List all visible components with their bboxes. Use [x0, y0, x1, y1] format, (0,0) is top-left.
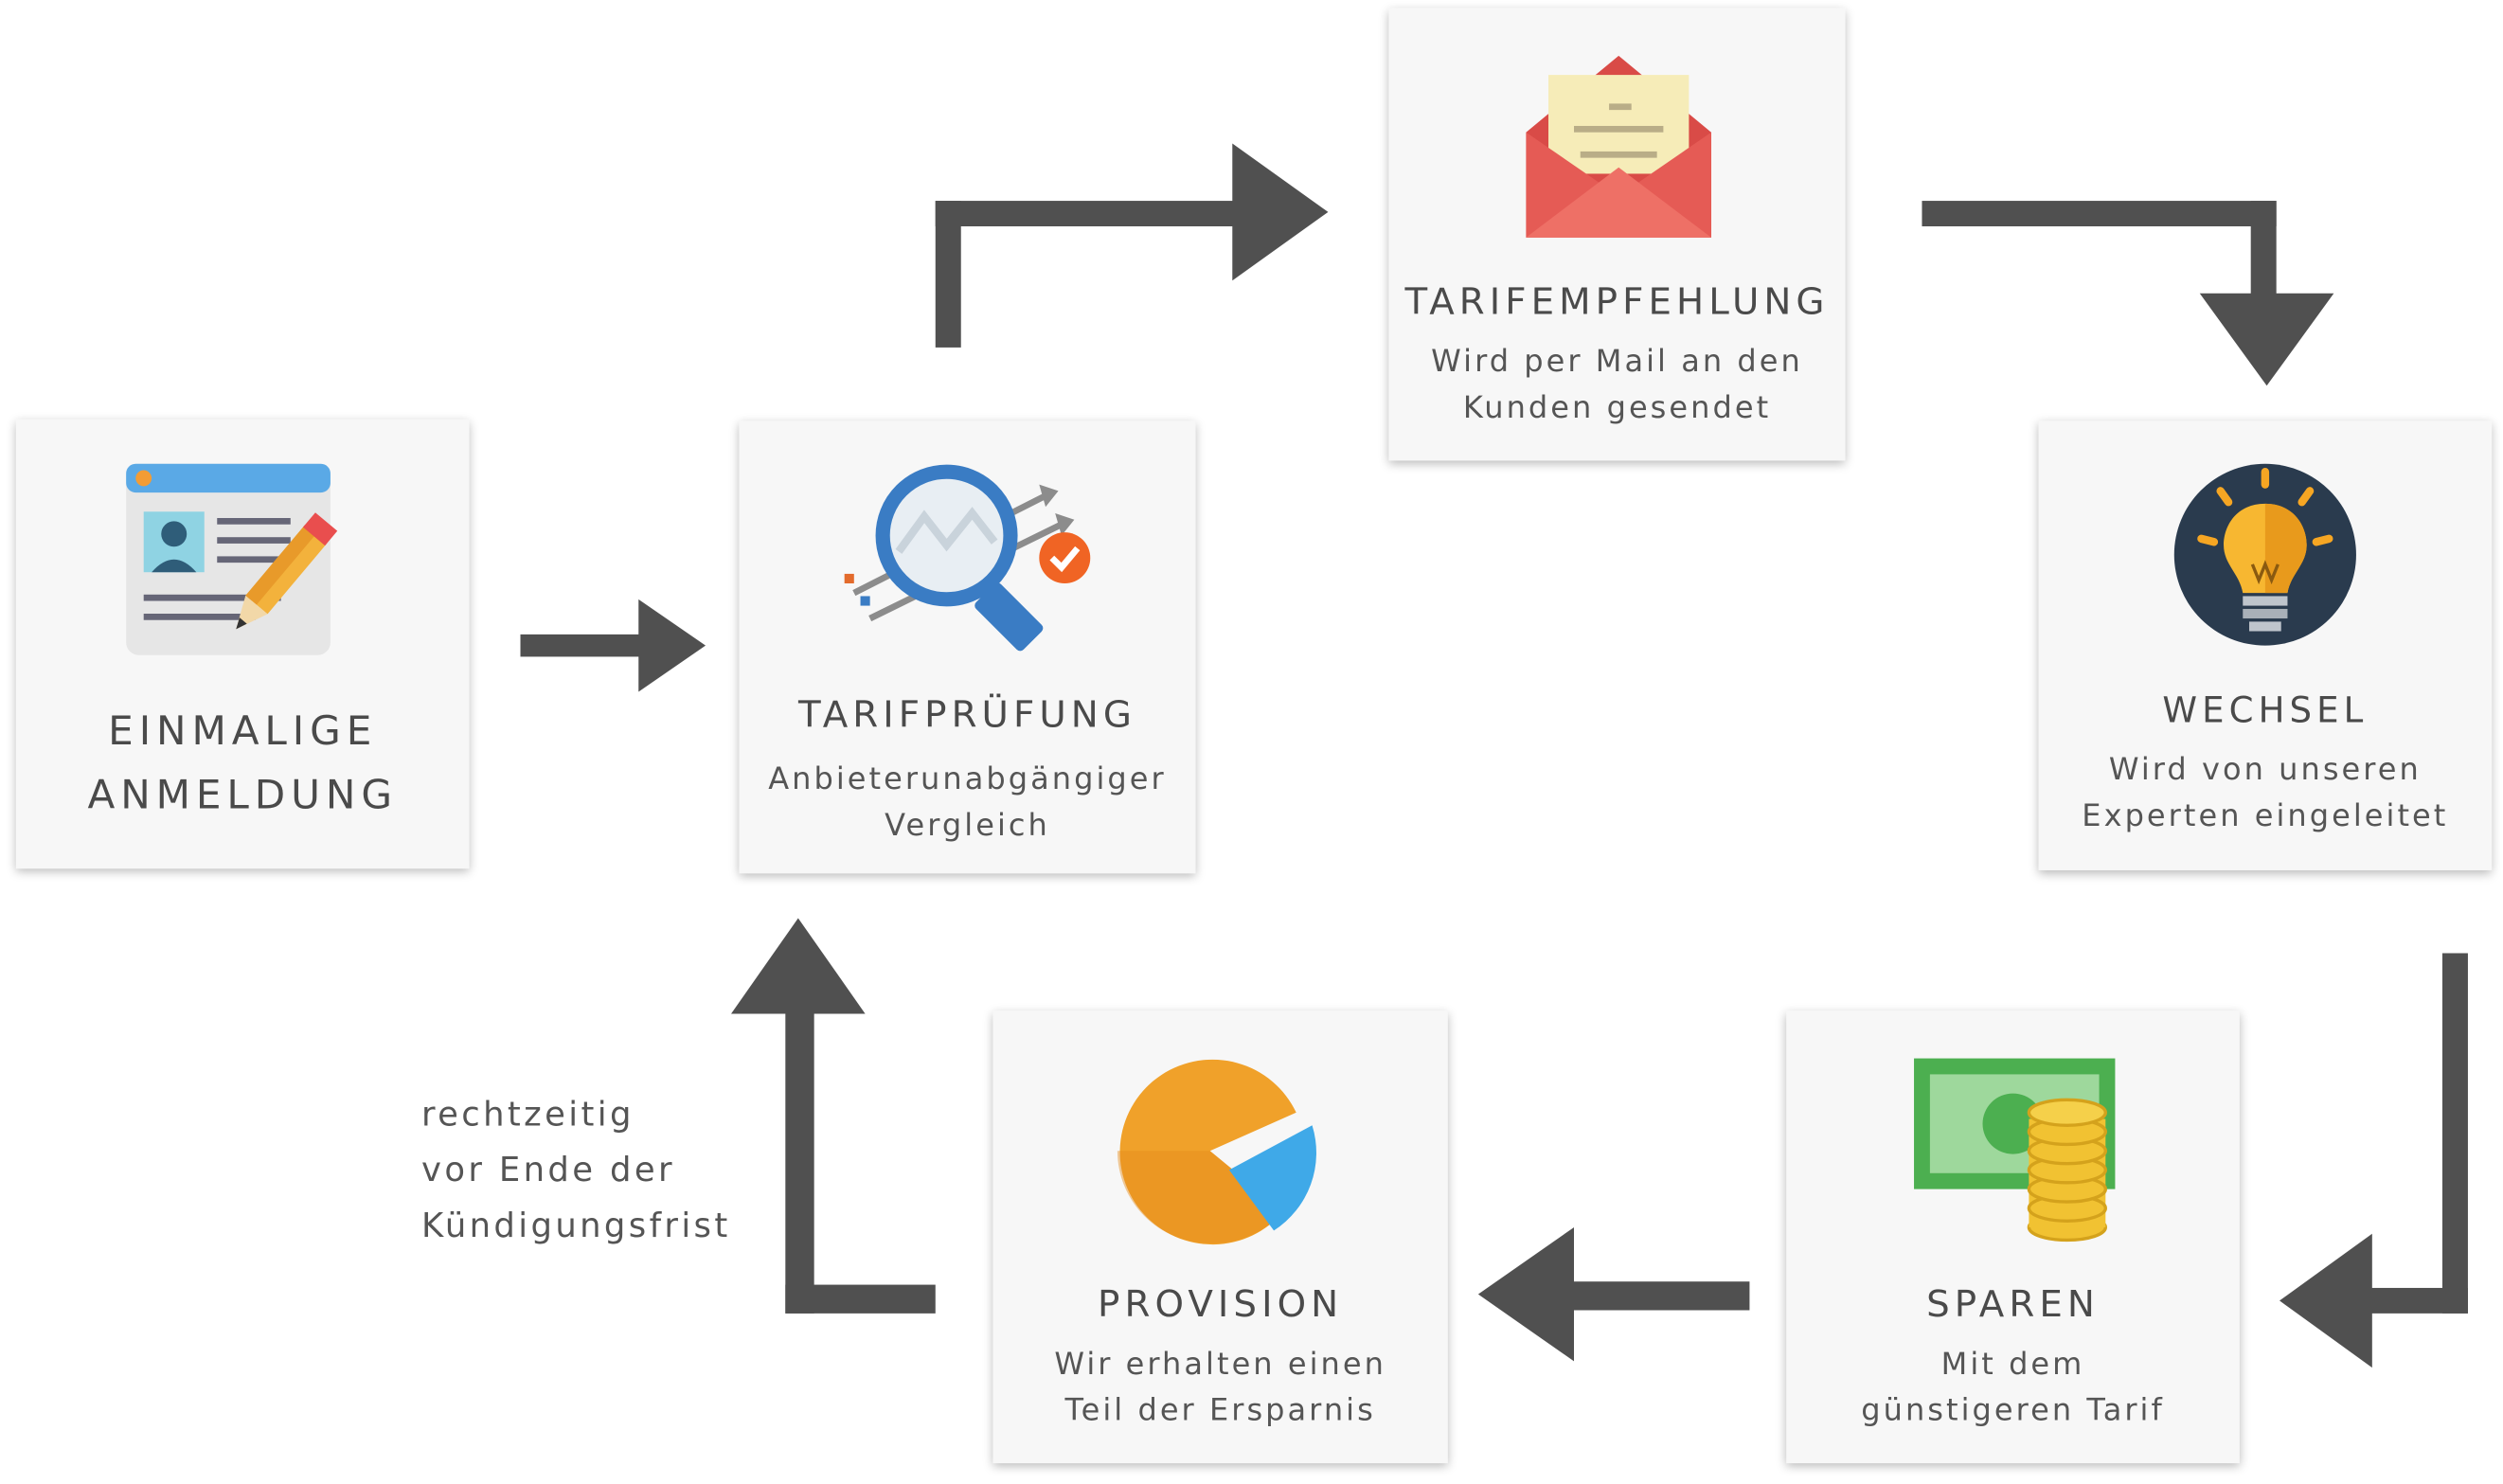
step-title-empfehlung: TARIFEMPFEHLUNG	[1404, 281, 1830, 324]
money-coins-icon	[1914, 1058, 2116, 1243]
step-desc-empfehlung: Wird per Mail an den Kunden gesendet	[1431, 344, 1803, 426]
pie-chart-icon	[1117, 1059, 1316, 1245]
envelope-icon	[1526, 55, 1711, 238]
step-title-sparen: SPAREN	[1926, 1284, 2100, 1327]
arrow-sparen-to-provision	[1477, 1226, 1750, 1362]
step-card-pruefung: TARIFPRÜFUNG Anbieterunabgängiger Vergle…	[739, 420, 1196, 874]
arrow-pruefung-to-empfehlung	[935, 143, 1329, 348]
step-desc-sparen: Mit dem günstigeren Tarif	[1861, 1347, 2165, 1429]
arrow-empfehlung-to-wechsel	[1922, 201, 2334, 386]
arrow-anmeldung-to-pruefung	[520, 599, 706, 692]
loop-note: rechtzeitig vor Ende der Kündigungsfrist	[420, 1095, 731, 1245]
step-card-empfehlung: TARIFEMPFEHLUNG Wird per Mail an den Kun…	[1388, 8, 1846, 461]
step-desc-provision: Wir erhalten einen Teil der Ersparnis	[1054, 1347, 1386, 1429]
step-card-wechsel: WECHSEL Wird von unseren Experten eingel…	[2038, 420, 2493, 870]
step-card-anmeldung: EINMALIGE ANMELDUNG	[15, 419, 470, 869]
lightbulb-icon	[2173, 463, 2356, 646]
step-desc-wechsel: Wird von unseren Experten eingeleitet	[2082, 752, 2449, 834]
magnifier-chart-icon	[844, 464, 1091, 652]
step-title-anmeldung: EINMALIGE ANMELDUNG	[87, 707, 398, 818]
arrow-wechsel-to-sparen	[2280, 953, 2468, 1368]
step-title-pruefung: TARIFPRÜFUNG	[797, 694, 1136, 737]
registration-form-icon	[126, 463, 338, 655]
step-card-provision: PROVISION Wir erhalten einen Teil der Er…	[992, 1010, 1448, 1464]
step-title-wechsel: WECHSEL	[2162, 691, 2369, 732]
step-title-provision: PROVISION	[1098, 1284, 1344, 1327]
step-card-sparen: SPAREN Mit dem günstigeren Tarif	[1786, 1010, 2240, 1464]
arrow-provision-to-pruefung	[731, 918, 936, 1314]
step-desc-pruefung: Anbieterunabgängiger Vergleich	[768, 761, 1167, 844]
